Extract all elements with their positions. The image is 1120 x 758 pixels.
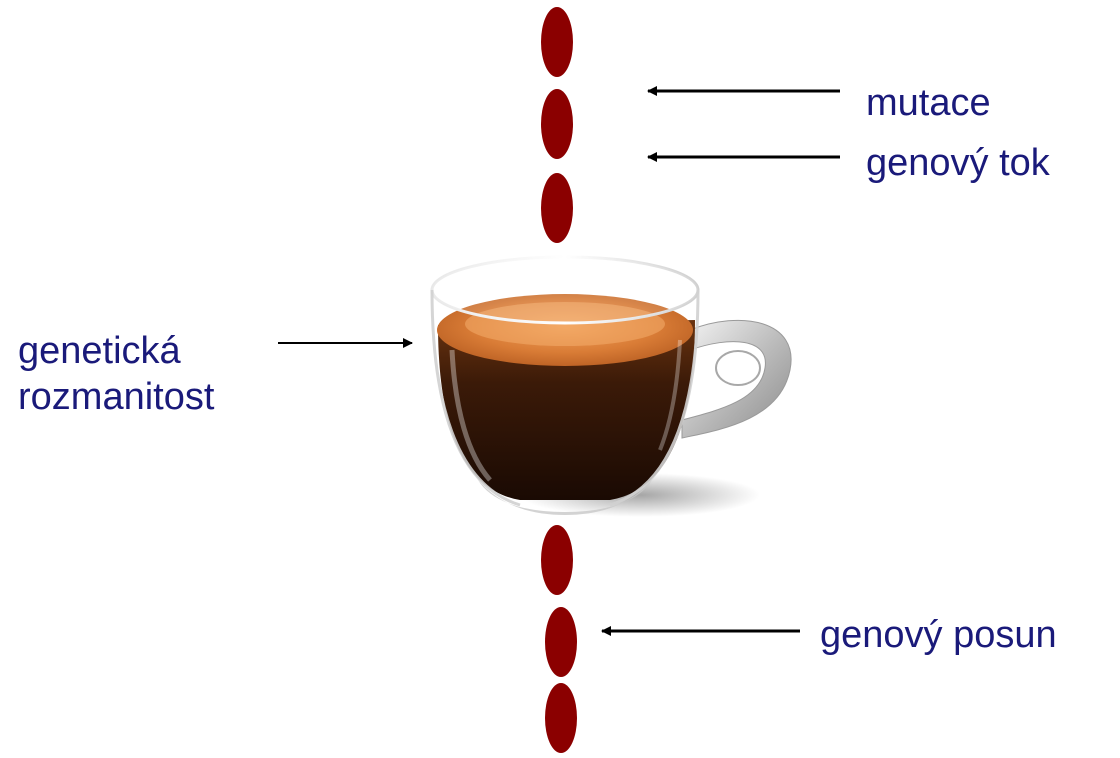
drop-stream-top [541,7,573,243]
coffee-drop-icon [545,607,577,677]
genetic-diversity-label: genetická rozmanitost [18,328,214,420]
coffee-drop-icon [541,7,573,77]
coffee-drop-icon [541,525,573,595]
mutation-label: mutace [866,82,991,124]
genetic-drift-label: genový posun [820,614,1057,656]
coffee-drop-icon [545,683,577,753]
espresso-cup-icon [430,255,792,517]
drop-stream-bottom [541,525,577,753]
coffee-drop-icon [541,173,573,243]
genetic-diversity-label-line1: genetická [18,330,181,372]
coffee-drop-icon [541,89,573,159]
gene-flow-label: genový tok [866,142,1050,184]
genetic-diversity-label-line2: rozmanitost [18,376,215,418]
